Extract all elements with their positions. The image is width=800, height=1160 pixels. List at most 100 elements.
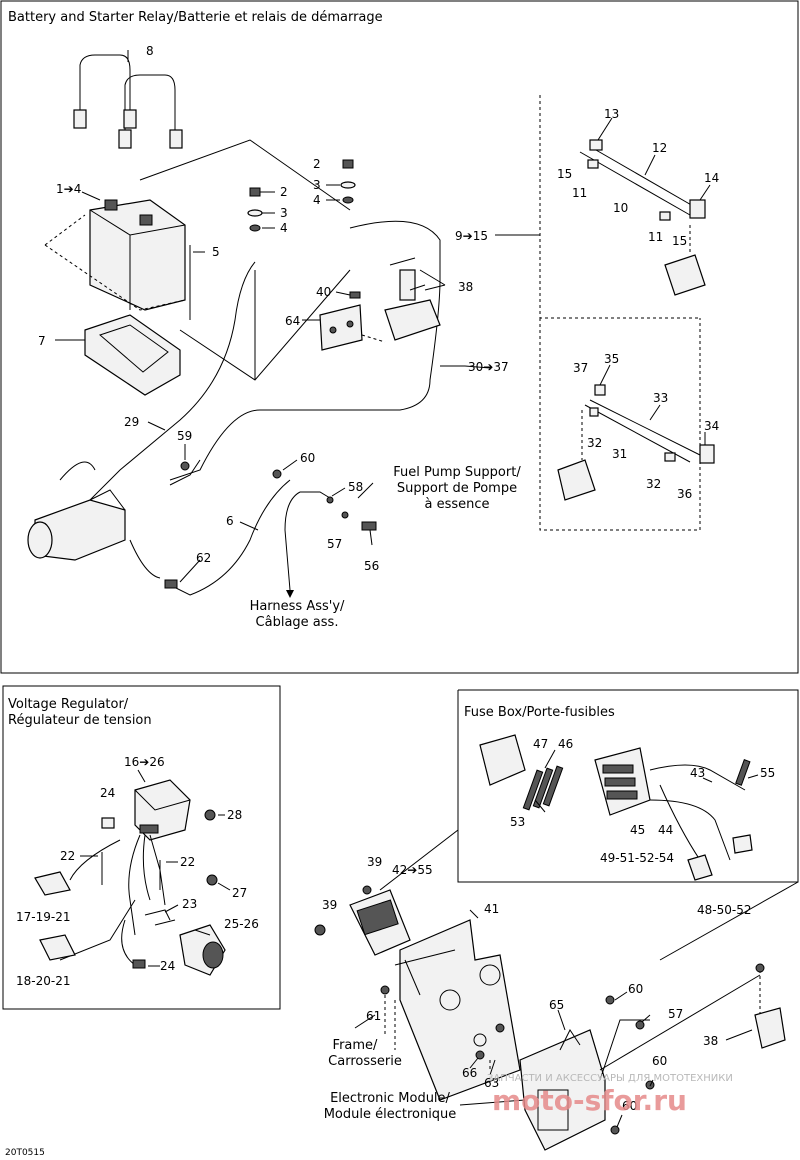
part-number: 13: [604, 107, 619, 121]
watermark-main: moto-sfor.ru: [492, 1084, 687, 1117]
arrow-to-starter: [59, 461, 96, 481]
voltage-regulator: [134, 779, 191, 841]
part-number: 60: [300, 451, 315, 465]
part-number: 49-51-52-54: [600, 851, 674, 865]
part-number: 41: [484, 902, 499, 916]
part-number: 8: [146, 44, 154, 58]
part-number: 55: [760, 766, 775, 780]
part-number: 62: [196, 551, 211, 565]
fuel-pump-label-2: Support de Pompe: [397, 481, 517, 496]
part-number: 43: [690, 766, 705, 780]
frame-label-2: Carrosserie: [328, 1054, 402, 1069]
figure-code: 20T0515: [5, 1148, 45, 1158]
part-number: 16➔26: [124, 755, 165, 769]
connector-17: [34, 871, 71, 896]
starter-relay: [384, 257, 441, 341]
starter-relay-38: [754, 1007, 786, 1049]
part-number: 64: [285, 314, 300, 328]
part-number: 15: [557, 167, 572, 181]
relay-cable-detail-top: [579, 139, 706, 296]
part-number: 36: [677, 487, 692, 501]
part-number: 2: [313, 157, 321, 171]
part-number: 40: [316, 285, 331, 299]
screw-56: [361, 521, 377, 531]
bolt-40: [349, 291, 361, 299]
part-number: 57: [327, 537, 342, 551]
regulator-section-title-2: Régulateur de tension: [8, 713, 152, 728]
part-number: 39: [322, 898, 337, 912]
nut-60: [272, 469, 282, 479]
part-number: 23: [182, 897, 197, 911]
part-number: 53: [510, 815, 525, 829]
part-number: 10: [613, 201, 628, 215]
battery: [44, 199, 186, 311]
battery-tray: [84, 314, 181, 396]
part-number: 45: [630, 823, 645, 837]
part-numbers: 8 1➔4 5 7 2 3 4 2 3 4 9➔15 38 40 64 30➔3…: [16, 44, 775, 1113]
part-number: 1➔4: [56, 182, 81, 196]
fuse-box: [594, 747, 651, 816]
part-number: 15: [672, 234, 687, 248]
part-number: 24: [160, 959, 175, 973]
regulator-section-title-1: Voltage Regulator/: [8, 697, 129, 712]
part-number: 42➔55: [392, 863, 433, 877]
battery-panel-frame: [0, 0, 799, 674]
part-number: 2: [280, 185, 288, 199]
fuel-pump-label-1: Fuel Pump Support/: [393, 465, 521, 480]
part-number: 29: [124, 415, 139, 429]
module-label-1: Electronic Module/: [330, 1091, 450, 1106]
nut-28: [204, 809, 216, 821]
part-number: 59: [177, 429, 192, 443]
part-number: 44: [658, 823, 673, 837]
part-number: 58: [348, 480, 363, 494]
part-number: 9➔15: [455, 229, 488, 243]
part-number: 63: [484, 1076, 499, 1090]
part-number: 7: [38, 334, 46, 348]
part-number: 60: [652, 1054, 667, 1068]
part-number: 17-19-21: [16, 910, 70, 924]
harness-label-2: Câblage ass.: [256, 615, 339, 630]
nut-59: [180, 461, 190, 471]
part-number: 35: [604, 352, 619, 366]
relay-bracket: [319, 304, 386, 351]
part-number: 57: [668, 1007, 683, 1021]
connector-18: [39, 934, 76, 961]
part-number: 66: [462, 1066, 477, 1080]
connector-42: [349, 889, 411, 956]
part-number: 47: [533, 737, 548, 751]
part-number: 38: [703, 1034, 718, 1048]
part-number: 32: [587, 436, 602, 450]
part-number: 24: [100, 786, 115, 800]
fuse-section-title: Fuse Box/Porte-fusibles: [464, 705, 615, 720]
part-number: 48-50-52: [697, 903, 751, 917]
part-number: 18-20-21: [16, 974, 70, 988]
part-number: 11: [648, 230, 663, 244]
screw-27: [206, 874, 218, 886]
part-number: 46: [558, 737, 573, 751]
harness-label-1: Harness Ass'y/: [250, 599, 345, 614]
part-number: 61: [366, 1009, 381, 1023]
part-number: 28: [227, 808, 242, 822]
part-number: 5: [212, 245, 220, 259]
relay-cable-detail-bottom: [557, 384, 715, 501]
part-number: 37: [573, 361, 588, 375]
part-number: 31: [612, 447, 627, 461]
battery-section-title: Battery and Starter Relay/Batterie et re…: [8, 10, 383, 25]
arrow-cable-62: [129, 539, 161, 579]
module-label-2: Module électronique: [324, 1107, 457, 1122]
part-number: 4: [280, 221, 288, 235]
part-number: 65: [549, 998, 564, 1012]
electronic-module: [519, 1029, 606, 1151]
part-number: 33: [653, 391, 668, 405]
module-bracket: [399, 919, 521, 1101]
part-number: 25-26: [224, 917, 259, 931]
connector-24: [101, 817, 115, 829]
part-number: 39: [367, 855, 382, 869]
regulator-panel-frame: [2, 685, 281, 1010]
part-number: 4: [313, 193, 321, 207]
cable-6: [169, 479, 291, 596]
cable-30-37: [169, 220, 441, 481]
part-number: 22: [60, 849, 75, 863]
part-number: 14: [704, 171, 719, 185]
part-number: 60: [622, 1099, 637, 1113]
